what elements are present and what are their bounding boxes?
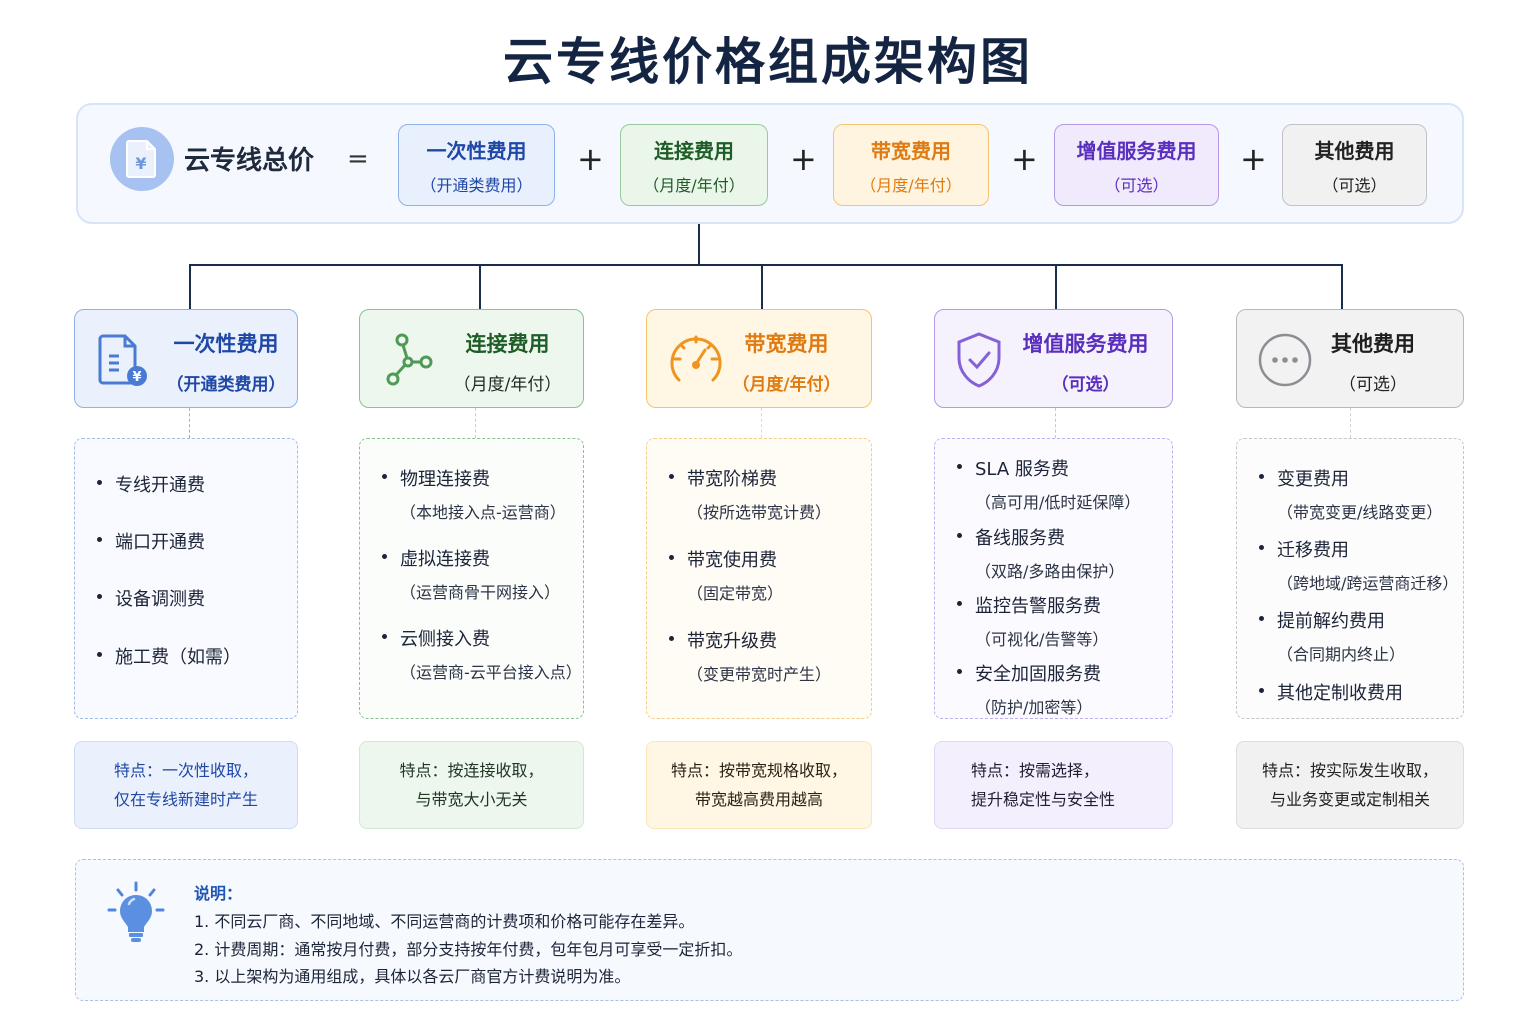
total-price-label: 云专线总价 xyxy=(184,146,315,176)
list-item: 变更费用 xyxy=(1259,465,1442,491)
more-dots-icon xyxy=(1257,332,1313,388)
list-item: 施工费（如需） xyxy=(97,643,241,669)
list-item: 其他定制收费用 xyxy=(1259,679,1403,705)
category-subtitle: （开通类费用） xyxy=(166,375,286,395)
equals-sign: = xyxy=(347,144,369,174)
connector-branch xyxy=(1055,264,1057,309)
note-line: 3. 以上架构为通用组成，具体以各云厂商官方计费说明为准。 xyxy=(194,967,631,986)
list-item: 提前解约费用 xyxy=(1259,607,1405,633)
list-item: 迁移费用 xyxy=(1259,536,1458,562)
shield-check-icon xyxy=(955,330,1003,390)
category-title: 其他费用 xyxy=(1331,332,1415,356)
list-item: 专线开通费 xyxy=(97,471,205,497)
notes-heading: 说明： xyxy=(194,884,243,903)
category-bandwidth: 带宽费用 （月度/年付） xyxy=(646,309,872,408)
feature-one-time: 特点：一次性收取， 仅在专线新建时产生 xyxy=(74,741,298,829)
list-item: 带宽使用费 xyxy=(669,546,783,572)
list-item: 物理连接费 xyxy=(382,465,566,491)
network-nodes-icon xyxy=(384,332,438,388)
detail-list-one-time: 专线开通费 端口开通费 设备调测费 施工费（如需） xyxy=(74,438,298,719)
list-item: 备线服务费 xyxy=(957,524,1124,550)
lightbulb-icon xyxy=(106,880,166,946)
speedometer-icon xyxy=(667,332,725,386)
category-subtitle: （月度/年付） xyxy=(732,375,841,395)
plus-sign: + xyxy=(790,140,817,178)
category-subtitle: （月度/年付） xyxy=(453,375,562,395)
connector-trunk xyxy=(698,224,700,266)
formula-item-bandwidth: 带宽费用 （月度/年付） xyxy=(833,124,989,206)
connector-branch xyxy=(1341,264,1343,309)
detail-list-other: 变更费用（带宽变更/线路变更） 迁移费用（跨地域/跨运营商迁移） 提前解约费用（… xyxy=(1236,438,1464,719)
connector-branch xyxy=(761,264,763,309)
list-item: 云侧接入费 xyxy=(382,625,582,651)
feature-other: 特点：按实际发生收取， 与业务变更或定制相关 xyxy=(1236,741,1464,829)
svg-text:¥: ¥ xyxy=(135,154,146,173)
note-line: 1. 不同云厂商、不同地域、不同运营商的计费项和价格可能存在差异。 xyxy=(194,912,695,931)
feature-connection: 特点：按连接收取， 与带宽大小无关 xyxy=(359,741,584,829)
note-line: 2. 计费周期：通常按月付费，部分支持按年付费，包年包月可享受一定折扣。 xyxy=(194,940,743,959)
formula-item-one-time: 一次性费用 （开通类费用） xyxy=(398,124,555,206)
svg-text:¥: ¥ xyxy=(132,370,141,385)
category-other: 其他费用 （可选） xyxy=(1236,309,1464,408)
feature-value-added: 特点：按需选择， 提升稳定性与安全性 xyxy=(934,741,1173,829)
page-title: 云专线价格组成架构图 xyxy=(503,33,1033,91)
category-subtitle: （可选） xyxy=(1339,375,1407,395)
connector-branch xyxy=(189,264,191,309)
list-item: 端口开通费 xyxy=(97,528,205,554)
connector-dotted xyxy=(1055,408,1056,438)
plus-sign: + xyxy=(577,140,604,178)
connector-branch xyxy=(479,264,481,309)
list-item: SLA 服务费 xyxy=(957,455,1140,481)
plus-sign: + xyxy=(1240,140,1267,178)
category-title: 增值服务费用 xyxy=(1022,332,1149,356)
list-item: 带宽升级费 xyxy=(669,627,831,653)
connector-dotted xyxy=(1350,408,1351,438)
connector-dotted xyxy=(475,408,476,438)
notes-panel: 说明： 1. 不同云厂商、不同地域、不同运营商的计费项和价格可能存在差异。 2.… xyxy=(75,859,1464,1001)
category-title: 一次性费用 xyxy=(173,332,279,356)
list-item: 安全加固服务费 xyxy=(957,660,1101,686)
detail-list-bandwidth: 带宽阶梯费（按所选带宽计费） 带宽使用费（固定带宽） 带宽升级费（变更带宽时产生… xyxy=(646,438,872,719)
detail-list-connection: 物理连接费（本地接入点-运营商） 虚拟连接费（运营商骨干网接入） 云侧接入费（运… xyxy=(359,438,584,719)
total-price-formula xyxy=(76,103,1464,224)
list-item: 设备调测费 xyxy=(97,585,205,611)
feature-bandwidth: 特点：按带宽规格收取， 带宽越高费用越高 xyxy=(646,741,872,829)
price-document-icon: ¥ xyxy=(110,127,174,191)
connector-bus xyxy=(190,264,1343,266)
detail-list-value-added: SLA 服务费（高可用/低时延保障） 备线服务费（双路/多路由保护） 监控告警服… xyxy=(934,438,1173,719)
document-yen-icon: ¥ xyxy=(97,332,149,388)
list-item: 监控告警服务费 xyxy=(957,592,1108,618)
category-one-time: ¥ 一次性费用 （开通类费用） xyxy=(74,309,298,408)
category-title: 带宽费用 xyxy=(744,332,829,356)
category-subtitle: （可选） xyxy=(1051,375,1120,395)
formula-item-other: 其他费用 （可选） xyxy=(1282,124,1427,206)
formula-item-connection: 连接费用 （月度/年付） xyxy=(620,124,768,206)
connector-dotted xyxy=(761,408,762,438)
list-item: 带宽阶梯费 xyxy=(669,465,831,491)
list-item: 虚拟连接费 xyxy=(382,545,560,571)
connector-dotted xyxy=(189,408,190,438)
category-value-added: 增值服务费用 （可选） xyxy=(934,309,1173,408)
category-connection: 连接费用 （月度/年付） xyxy=(359,309,584,408)
formula-item-value-added: 增值服务费用 （可选） xyxy=(1054,124,1219,206)
category-title: 连接费用 xyxy=(465,332,550,356)
plus-sign: + xyxy=(1011,140,1038,178)
